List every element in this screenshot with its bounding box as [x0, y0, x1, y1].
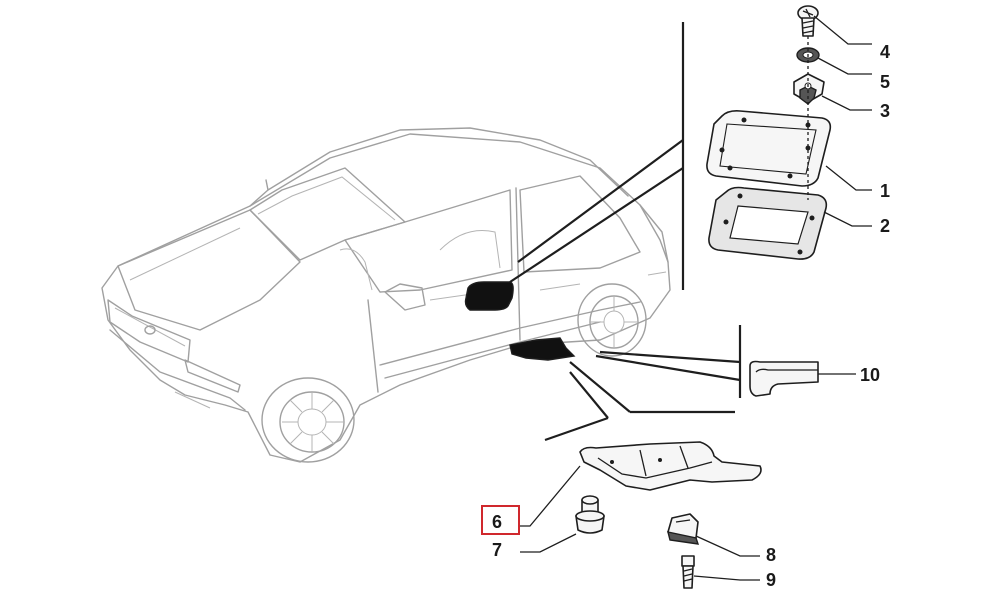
door-panel-highlight	[464, 281, 514, 311]
callout-6-highlight-box	[481, 505, 520, 535]
nut-clip-part-8	[667, 513, 700, 545]
leader-guides	[509, 22, 742, 442]
underbody-shield-part-6	[579, 441, 762, 491]
callout-leaders	[520, 15, 872, 581]
sill-cover-highlight	[509, 337, 576, 361]
car-illustration	[101, 127, 671, 463]
callout-8: 8	[766, 545, 776, 565]
trim-part-10	[749, 360, 819, 397]
bolt-part-9	[681, 555, 695, 589]
callout-1: 1	[880, 181, 890, 201]
push-fastener-part-7	[575, 495, 605, 534]
callout-5: 5	[880, 72, 890, 92]
callout-9: 9	[766, 570, 776, 590]
callout-labels: 4 5 3 1 2 10 6 7 8 9	[492, 42, 890, 590]
callout-2: 2	[880, 216, 890, 236]
callout-4: 4	[880, 42, 890, 62]
screw-part-4	[797, 5, 819, 37]
callout-6: 6	[492, 512, 502, 532]
callout-10: 10	[860, 365, 880, 385]
gasket-part-2	[708, 186, 828, 260]
callout-3: 3	[880, 101, 890, 121]
callout-7: 7	[492, 540, 502, 560]
clip-nut-part-3	[793, 73, 825, 105]
cover-plate-part-1	[706, 110, 832, 187]
